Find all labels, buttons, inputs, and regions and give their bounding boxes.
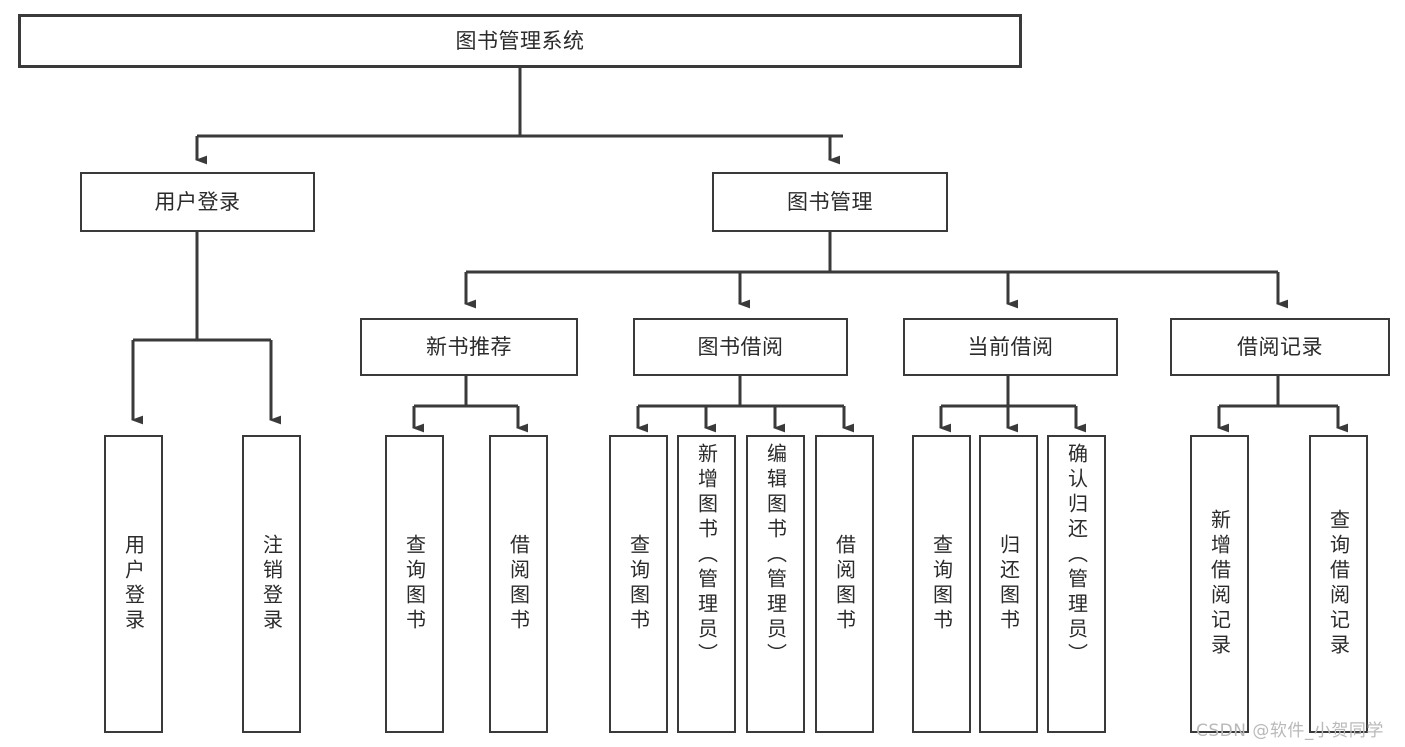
node-new-book-recommend[interactable]: 新书推荐 — [360, 318, 578, 376]
node-leaf-query-book-2[interactable]: 查询图书 — [609, 435, 668, 733]
node-leaf-query-book-3[interactable]: 查询图书 — [912, 435, 971, 733]
node-user-login[interactable]: 用户登录 — [80, 172, 315, 232]
node-leaf-add-book[interactable]: 新增图书（管理员） — [677, 435, 736, 733]
node-leaf-query-record-label: 查询借阅记录 — [1326, 509, 1351, 659]
node-leaf-borrow-book-2-label: 借阅图书 — [832, 534, 857, 634]
node-leaf-user-logout-label: 注销登录 — [259, 534, 284, 634]
csdn-watermark: CSDN @软件_小贺同学 — [1196, 721, 1384, 741]
node-root-system[interactable]: 图书管理系统 — [18, 14, 1022, 68]
node-user-login-label: 用户登录 — [154, 189, 241, 214]
node-leaf-query-book-1[interactable]: 查询图书 — [385, 435, 444, 733]
node-leaf-return-book[interactable]: 归还图书 — [979, 435, 1038, 733]
node-leaf-query-book-1-label: 查询图书 — [402, 534, 427, 634]
node-root-system-label: 图书管理系统 — [455, 28, 585, 53]
node-leaf-user-login-label: 用户登录 — [121, 534, 146, 634]
node-leaf-add-book-label: 新增图书（管理员） — [694, 443, 719, 668]
node-leaf-borrow-book-2[interactable]: 借阅图书 — [815, 435, 874, 733]
node-leaf-query-book-2-label: 查询图书 — [626, 534, 651, 634]
node-leaf-return-book-label: 归还图书 — [996, 534, 1021, 634]
node-current-borrow-label: 当前借阅 — [967, 334, 1054, 359]
node-leaf-query-record[interactable]: 查询借阅记录 — [1309, 435, 1368, 733]
node-leaf-confirm-return[interactable]: 确认归还（管理员） — [1047, 435, 1106, 733]
node-book-borrow[interactable]: 图书借阅 — [633, 318, 848, 376]
node-leaf-query-book-3-label: 查询图书 — [929, 534, 954, 634]
node-leaf-user-login[interactable]: 用户登录 — [104, 435, 163, 733]
node-leaf-edit-book-label: 编辑图书（管理员） — [763, 443, 788, 668]
node-borrow-record[interactable]: 借阅记录 — [1170, 318, 1390, 376]
node-leaf-edit-book[interactable]: 编辑图书（管理员） — [746, 435, 805, 733]
node-leaf-add-record-label: 新增借阅记录 — [1207, 509, 1232, 659]
node-new-book-recommend-label: 新书推荐 — [426, 334, 512, 359]
node-book-management-label: 图书管理 — [787, 189, 873, 214]
node-leaf-borrow-book-1-label: 借阅图书 — [506, 534, 531, 634]
node-book-management[interactable]: 图书管理 — [712, 172, 948, 232]
node-leaf-add-record[interactable]: 新增借阅记录 — [1190, 435, 1249, 733]
node-borrow-record-label: 借阅记录 — [1237, 334, 1323, 359]
node-leaf-borrow-book-1[interactable]: 借阅图书 — [489, 435, 548, 733]
node-leaf-user-logout[interactable]: 注销登录 — [242, 435, 301, 733]
node-leaf-confirm-return-label: 确认归还（管理员） — [1064, 443, 1089, 668]
node-book-borrow-label: 图书借阅 — [697, 334, 784, 359]
node-current-borrow[interactable]: 当前借阅 — [903, 318, 1118, 376]
